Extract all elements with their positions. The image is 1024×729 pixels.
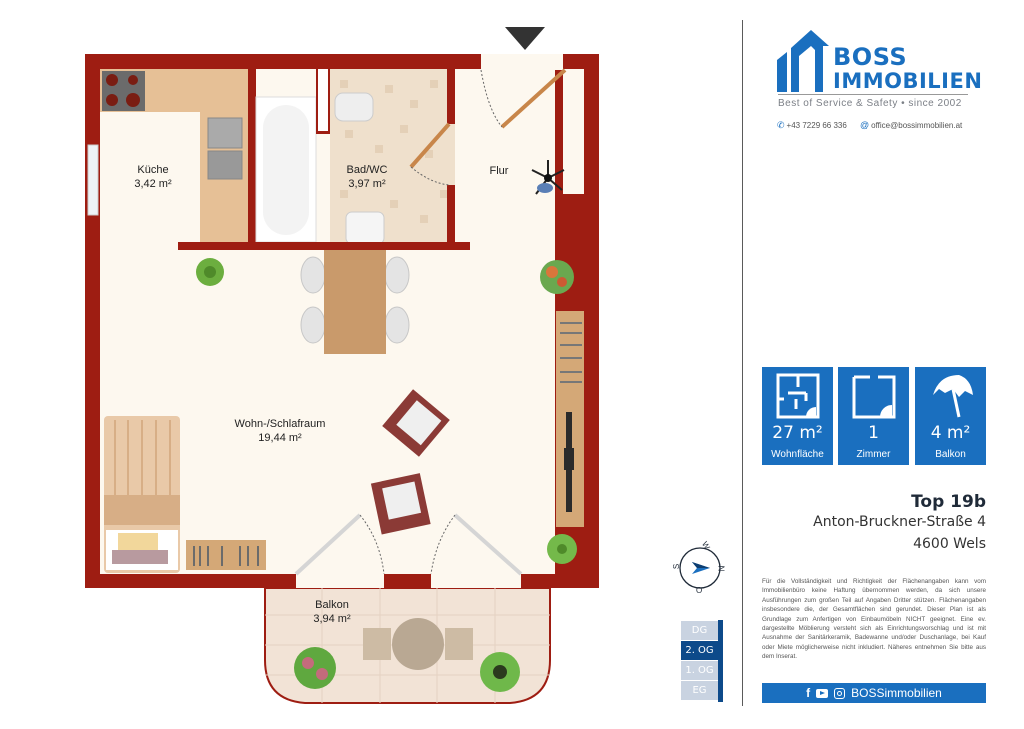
compass-s: S	[672, 563, 682, 570]
brand-tagline: Best of Service & Safety • since 2002	[778, 98, 962, 109]
stat-label: Balkon	[935, 449, 966, 460]
listing-city: 4600 Wels	[913, 536, 986, 552]
entrance-arrow	[505, 27, 545, 50]
house-logo-icon	[777, 30, 829, 92]
floor-item[interactable]: EG	[681, 681, 718, 700]
floor-label: EG	[692, 685, 707, 696]
room-area: 19,44 m²	[258, 432, 302, 444]
email-address: office@bossimmobilien.at	[871, 120, 963, 130]
email-contact[interactable]: @ office@bossimmobilien.at	[860, 120, 962, 130]
room-name: Balkon	[315, 599, 349, 611]
brand-line2: IMMOBILIEN	[833, 69, 983, 93]
room-name: Bad/WC	[346, 164, 388, 176]
stat-label: Zimmer	[856, 449, 891, 460]
youtube-icon[interactable]	[816, 688, 829, 698]
phone-icon: ✆	[777, 120, 785, 130]
floor-plan: Küche 3,42 m² Bad/WC 3,97 m² Flur Wohn-/…	[85, 27, 599, 704]
brand-line1: BOSS	[833, 43, 908, 71]
plant-icon	[196, 258, 224, 286]
floor-label: 1. OG	[685, 665, 714, 676]
floor-label: 2. OG	[685, 645, 714, 656]
floor-indicator-bar	[718, 620, 723, 702]
stat-tile-rooms: 1 Zimmer	[838, 367, 909, 465]
stat-label: Wohnfläche	[771, 449, 824, 460]
compass-n: N	[716, 565, 726, 572]
stat-tile-balcony: 4 m² Balkon	[915, 367, 986, 465]
social-handle: BOSSimmobilien	[851, 686, 942, 700]
room-label-living: Wohn-/Schlafraum 19,44 m²	[220, 417, 340, 445]
floorplan-icon	[776, 373, 820, 419]
floor-item[interactable]: 1. OG	[681, 661, 718, 680]
room-label-kitchen: Küche 3,42 m²	[118, 163, 188, 191]
stat-tile-living-area: 27 m² Wohnfläche	[762, 367, 833, 465]
umbrella-icon	[933, 375, 973, 418]
stat-value: 27 m²	[772, 423, 823, 443]
floor-plan-drawing	[85, 27, 599, 704]
room-name: Wohn-/Schlafraum	[234, 418, 326, 430]
dining-table	[324, 250, 386, 354]
floor-item-active[interactable]: 2. OG	[681, 641, 718, 660]
compass-icon	[679, 547, 721, 589]
phone-number: +43 7229 66 336	[786, 121, 847, 130]
listing-street: Anton-Bruckner-Straße 4	[813, 514, 986, 530]
room-name: Flur	[489, 165, 509, 177]
disclaimer-text: Für die Vollständigkeit und Richtigkeit …	[762, 578, 986, 661]
floor-label: DG	[691, 625, 708, 636]
social-bar[interactable]: f BOSSimmobilien	[762, 683, 986, 703]
floor-item[interactable]: DG	[681, 621, 718, 640]
facebook-icon[interactable]: f	[806, 686, 811, 700]
email-icon: @	[860, 120, 870, 130]
logo-mark	[777, 30, 829, 92]
stat-value: 4 m²	[930, 423, 971, 443]
brand-rule	[778, 94, 968, 95]
compass: W N S O	[672, 540, 728, 596]
room-area: 3,94 m²	[313, 613, 351, 625]
room-area: 3,97 m²	[348, 178, 386, 190]
room-icon	[852, 375, 896, 419]
room-label-balcony: Balkon 3,94 m²	[302, 598, 362, 626]
room-area: 3,42 m²	[134, 178, 172, 190]
room-label-hallway: Flur	[474, 164, 524, 178]
listing-title: Top 19b	[911, 492, 986, 512]
stat-value: 1	[868, 423, 879, 443]
room-label-bathroom: Bad/WC 3,97 m²	[332, 163, 402, 191]
instagram-icon[interactable]	[834, 687, 846, 699]
compass-o: O	[696, 586, 703, 595]
divider	[742, 20, 743, 706]
room-name: Küche	[137, 164, 169, 176]
phone-contact[interactable]: ✆ +43 7229 66 336	[777, 120, 847, 131]
